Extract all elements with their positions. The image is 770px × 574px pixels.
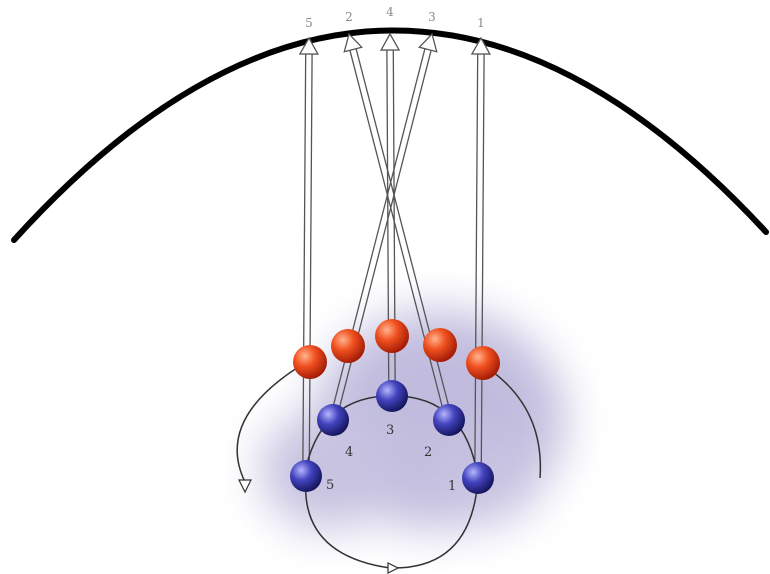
red-ball-3 xyxy=(375,319,409,353)
bottom-orbit-arrowhead xyxy=(388,563,398,573)
blue-ball-label: 1 xyxy=(448,479,456,494)
top-label: 3 xyxy=(428,10,436,24)
blue-ball-label: 2 xyxy=(424,445,432,460)
top-label: 1 xyxy=(477,16,485,30)
red-ball-1 xyxy=(466,346,500,380)
ray-arrowhead xyxy=(419,34,436,52)
red-ball-4 xyxy=(331,329,365,363)
top-label: 4 xyxy=(386,5,394,19)
blue-ball-label: 5 xyxy=(326,478,334,493)
blue-ball-label: 3 xyxy=(386,423,394,438)
red-ball-2 xyxy=(423,328,457,362)
top-label: 5 xyxy=(305,16,313,30)
ray-arrowhead xyxy=(381,34,399,50)
red-ball-5 xyxy=(293,345,327,379)
blue-ball-3 xyxy=(376,380,408,412)
blue-ball-5 xyxy=(290,460,322,492)
top-label-row: 5 2 4 3 1 xyxy=(305,5,485,30)
blue-ball-1 xyxy=(462,462,494,494)
outer-orbit-arrowhead xyxy=(239,480,251,492)
ray-line xyxy=(303,54,306,476)
blue-ball-label: 4 xyxy=(345,445,353,460)
blue-ball-4 xyxy=(317,404,349,436)
top-label: 2 xyxy=(345,10,353,24)
blue-ball-2 xyxy=(433,404,465,436)
